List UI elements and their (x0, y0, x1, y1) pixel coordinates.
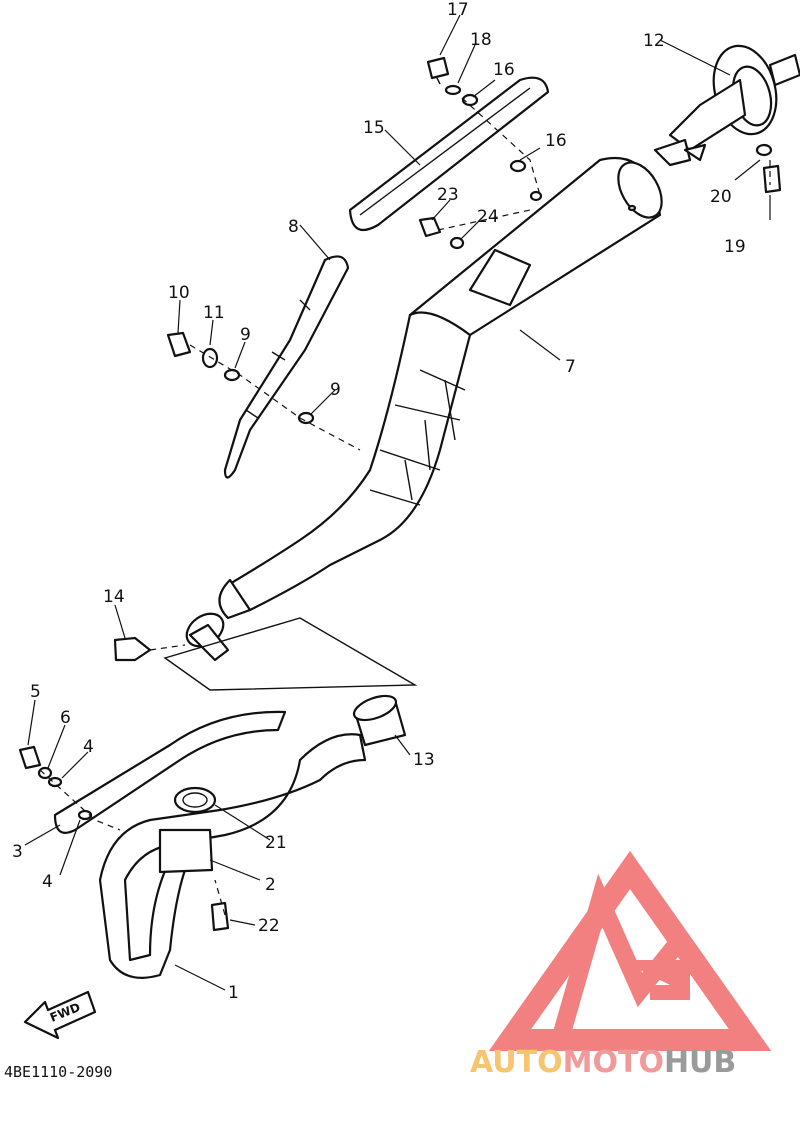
spring-washer-18 (444, 84, 462, 96)
bolt-10 (166, 331, 192, 358)
callout-15: 15 (363, 118, 385, 138)
washer-16a (461, 93, 479, 107)
figure-code: 4BE1110-2090 (4, 1063, 112, 1081)
assembly-lines (39, 97, 771, 916)
washer-9b (297, 411, 315, 425)
logo-word-hub: HUB (664, 1045, 736, 1080)
callout-7: 7 (565, 357, 576, 377)
washer-16b (509, 159, 527, 173)
washer-9a (223, 368, 241, 382)
bolt-17 (426, 56, 450, 85)
exhaust-pipe-1 (98, 733, 367, 979)
callout-20: 20 (710, 187, 732, 207)
callout-1: 1 (228, 983, 239, 1003)
callout-5: 5 (30, 682, 41, 702)
protector-3 (53, 710, 287, 834)
callout-6: 6 (60, 708, 71, 728)
leader-lines (24, 14, 771, 991)
washer-20 (755, 143, 773, 157)
callout-24: 24 (477, 207, 499, 227)
callout-22: 22 (258, 916, 280, 936)
callout-4a: 4 (83, 737, 94, 757)
heat-protector-15 (348, 76, 550, 232)
washer-6 (37, 766, 53, 780)
callout-17: 17 (447, 0, 469, 20)
callout-13: 13 (413, 750, 435, 770)
callout-19: 19 (724, 237, 746, 257)
muffler-body (185, 156, 663, 662)
logo-word-moto: MOTO (563, 1045, 664, 1080)
callout-9b: 9 (330, 380, 341, 400)
bolt-22 (210, 901, 230, 932)
gasket-21 (173, 786, 217, 814)
callout-16b: 16 (545, 131, 567, 151)
callout-8: 8 (288, 217, 299, 237)
callout-12: 12 (643, 31, 665, 51)
callout-14: 14 (103, 587, 125, 607)
callout-2: 2 (265, 875, 276, 895)
callout-16a: 16 (493, 60, 515, 80)
bracket-8 (223, 255, 350, 479)
callout-4b: 4 (42, 872, 53, 892)
callout-21: 21 (265, 833, 287, 853)
callout-23: 23 (437, 185, 459, 205)
bolt-14 (113, 636, 152, 662)
automotohub-logo (488, 850, 772, 1051)
bolt-23 (418, 216, 442, 238)
washer-11 (201, 347, 219, 369)
callout-18: 18 (470, 30, 492, 50)
callout-3: 3 (12, 842, 23, 862)
callout-11: 11 (203, 303, 225, 323)
svg-text:AUTOMOTOHUB: AUTOMOTOHUB (470, 1045, 736, 1080)
logo-word-auto: AUTO (470, 1045, 563, 1080)
fwd-arrow-icon: FWD (23, 990, 97, 1040)
joint-13 (352, 694, 407, 747)
bolt-19 (762, 164, 782, 194)
bolt-5 (18, 745, 42, 770)
washer-4a (47, 776, 63, 788)
callout-9a: 9 (240, 325, 251, 345)
callout-10: 10 (168, 283, 190, 303)
washer-24 (449, 236, 465, 250)
spark-arrester-12 (653, 44, 800, 167)
